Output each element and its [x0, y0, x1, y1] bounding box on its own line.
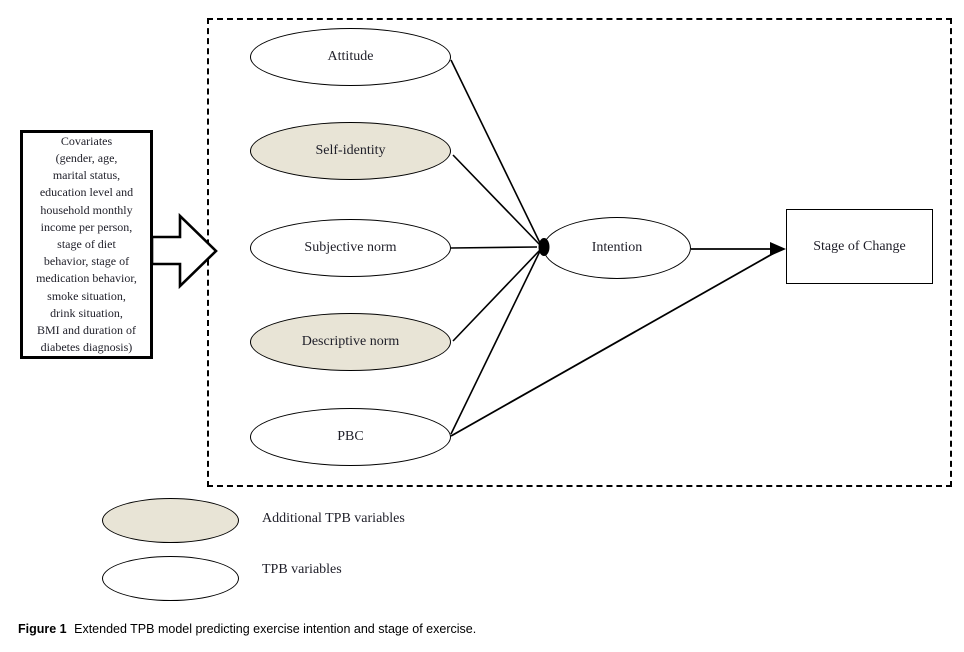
- node-pbc-label: PBC: [337, 429, 364, 444]
- node-intention: Intention: [543, 217, 691, 279]
- covariates-text: Covariates (gender, age, marital status,…: [36, 133, 137, 355]
- legend-additional-label: Additional TPB variables: [262, 511, 405, 526]
- node-attitude-label: Attitude: [327, 49, 374, 64]
- legend-white-ellipse: [102, 556, 239, 601]
- node-subjective-norm-label: Subjective norm: [304, 240, 397, 255]
- node-stage-of-change: Stage of Change: [786, 209, 933, 284]
- node-self-identity-label: Self-identity: [315, 143, 386, 158]
- covariates-box: Covariates (gender, age, marital status,…: [20, 130, 153, 359]
- node-self-identity: Self-identity: [250, 122, 451, 180]
- figure-caption: Figure 1 Extended TPB model predicting e…: [18, 622, 476, 636]
- node-descriptive-norm-label: Descriptive norm: [301, 334, 400, 349]
- node-subjective-norm: Subjective norm: [250, 219, 451, 277]
- node-stage-of-change-label: Stage of Change: [813, 238, 906, 254]
- legend-shaded-ellipse: [102, 498, 239, 543]
- node-pbc: PBC: [250, 408, 451, 466]
- node-descriptive-norm: Descriptive norm: [250, 313, 451, 371]
- figure-caption-text: Extended TPB model predicting exercise i…: [74, 622, 477, 636]
- legend-tpb-label: TPB variables: [262, 562, 342, 577]
- node-intention-label: Intention: [591, 240, 643, 255]
- node-attitude: Attitude: [250, 28, 451, 86]
- figure-caption-number: Figure 1: [18, 622, 67, 636]
